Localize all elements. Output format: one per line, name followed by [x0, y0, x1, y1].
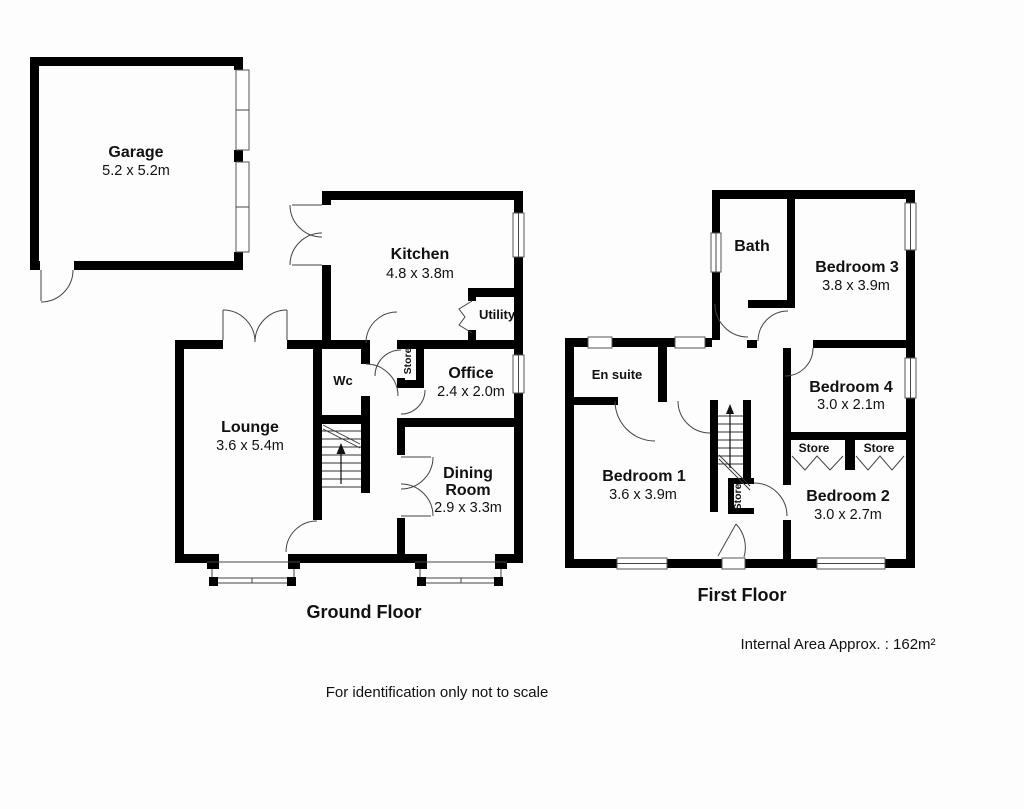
first-floor-stairs: [718, 404, 751, 491]
garage-dims: 5.2 x 5.2m: [102, 163, 170, 179]
garage-door-arc: [40, 269, 74, 303]
disclaimer-note: For identification only not to scale: [326, 684, 549, 701]
bedroom1-dims: 3.6 x 3.9m: [609, 487, 677, 503]
ground-floor-door-arcs: [222, 204, 473, 553]
dining-name-line1: Dining: [443, 465, 493, 482]
bedroom4-name: Bedroom 4: [809, 379, 893, 396]
ground-floor-walls: [175, 191, 523, 563]
ground-floor-label: Ground Floor: [307, 602, 422, 622]
bedroom4-dims: 3.0 x 2.1m: [817, 397, 885, 413]
bedroom3-name: Bedroom 3: [815, 259, 899, 276]
dining-dims: 2.9 x 3.3m: [434, 500, 502, 516]
store-left-name: Store: [799, 441, 830, 455]
ensuite-name: En suite: [592, 367, 643, 382]
first-floor-windows: [587, 202, 917, 570]
lounge-dims: 3.6 x 5.4m: [216, 438, 284, 454]
first-floor-door-arcs: [614, 303, 905, 558]
internal-area-note: Internal Area Approx. : 162m²: [740, 636, 935, 653]
lounge-name: Lounge: [221, 419, 279, 436]
office-name: Office: [448, 365, 493, 382]
garage-walls: [30, 57, 243, 270]
wc-name: Wc: [333, 373, 353, 388]
ground-floor-windows: [512, 212, 525, 394]
first-floor-label: First Floor: [698, 585, 787, 605]
garage-name: Garage: [108, 144, 163, 161]
bath-name: Bath: [734, 238, 770, 255]
ground-floor-stairs: [322, 424, 361, 488]
kitchen-name: Kitchen: [391, 246, 450, 263]
bedroom2-dims: 3.0 x 2.7m: [814, 507, 882, 523]
office-dims: 2.4 x 2.0m: [437, 384, 505, 400]
garage-windows: [235, 69, 250, 253]
dining-name-line2: Room: [445, 482, 490, 499]
small-store-name: Store: [732, 483, 744, 510]
bedroom1-name: Bedroom 1: [602, 468, 686, 485]
bedroom3-dims: 3.8 x 3.9m: [822, 278, 890, 294]
bedroom2-name: Bedroom 2: [806, 488, 890, 505]
store-right-name: Store: [864, 441, 895, 455]
ground-store-name: Store: [402, 347, 414, 374]
utility-name: Utility: [479, 307, 516, 322]
ground-floor-bay-windows: [207, 554, 507, 586]
kitchen-dims: 4.8 x 3.8m: [386, 266, 454, 282]
